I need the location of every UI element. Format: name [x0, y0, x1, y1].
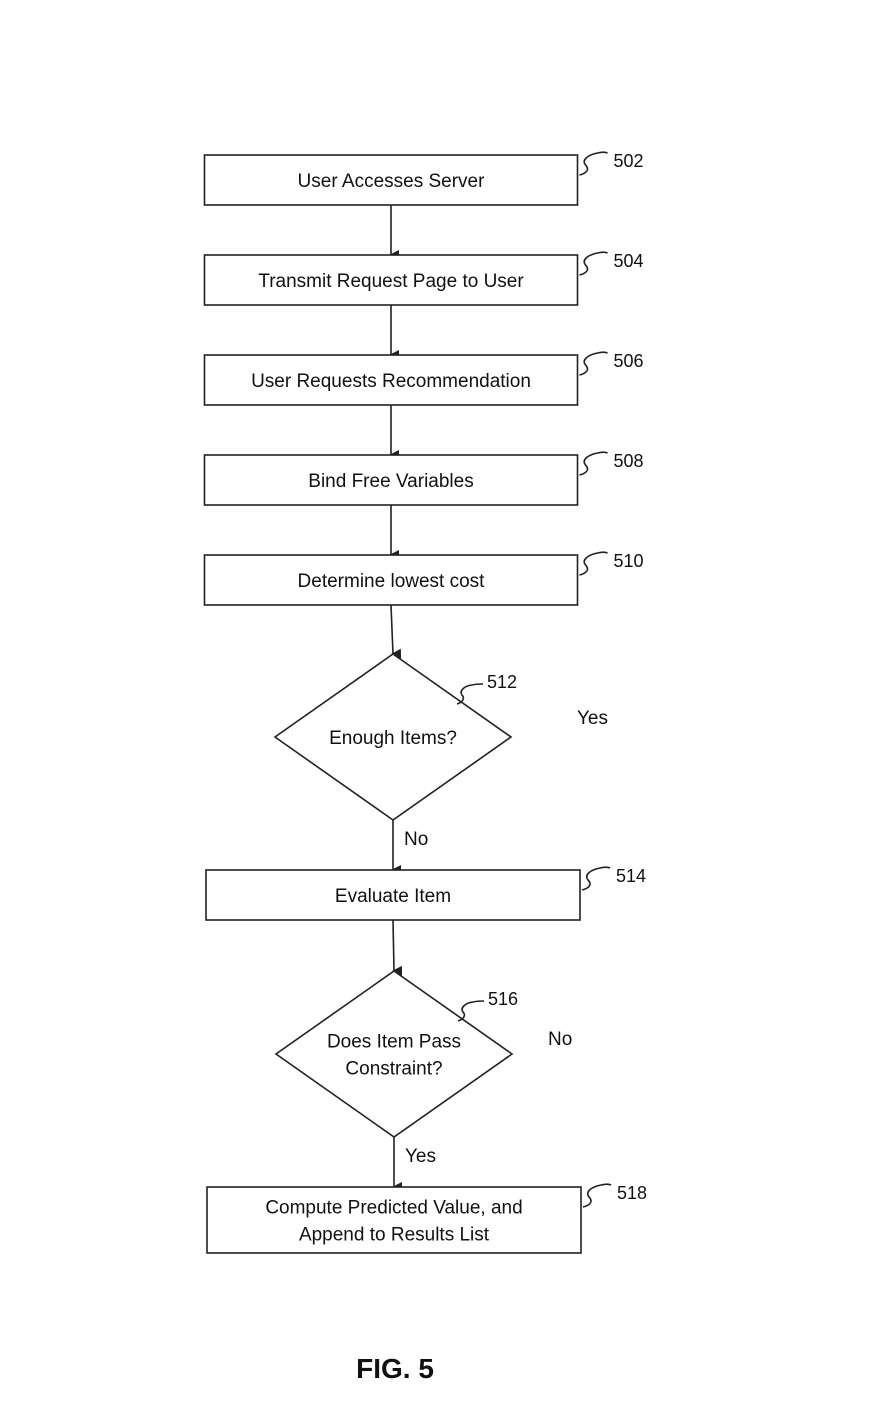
- leader-squiggle: [579, 551, 608, 576]
- node-label: Transmit Request Page to User: [258, 271, 524, 292]
- edge-512-514: No: [391, 820, 428, 875]
- reference-numeral-512: 512: [456, 672, 517, 705]
- node-510: Determine lowest cost: [203, 554, 579, 606]
- reference-numeral-518: 518: [582, 1183, 647, 1208]
- reference-number: 514: [616, 866, 646, 886]
- node-label: Constraint?: [345, 1059, 442, 1080]
- leader-squiggle: [457, 1000, 485, 1022]
- branch-label-512: Yes: [577, 708, 608, 729]
- edge-510-512: [390, 604, 402, 659]
- reference-number: 516: [488, 989, 518, 1009]
- reference-numeral-506: 506: [579, 351, 644, 376]
- reference-numeral-516: 516: [457, 989, 518, 1022]
- reference-number: 518: [617, 1183, 647, 1203]
- leader-squiggle: [581, 866, 611, 891]
- decision-diamond: [273, 653, 513, 821]
- process-box: [203, 554, 579, 606]
- reference-number: 506: [614, 351, 644, 371]
- reference-numeral-502: 502: [579, 151, 644, 176]
- branch-label-516: No: [548, 1029, 572, 1050]
- node-514: Evaluate Item: [205, 869, 581, 921]
- edge-516-518: Yes: [392, 1137, 436, 1192]
- reference-numeral-514: 514: [581, 866, 646, 891]
- leader-squiggle: [579, 251, 608, 276]
- process-box: [206, 1186, 582, 1254]
- node-label: Compute Predicted Value, and: [265, 1198, 522, 1219]
- node-label: Enough Items?: [329, 728, 457, 749]
- leader-squiggle: [456, 683, 484, 705]
- decision-diamond: [274, 970, 514, 1138]
- reference-number: 508: [614, 451, 644, 471]
- reference-numeral-510: 510: [579, 551, 644, 576]
- reference-number: 512: [487, 672, 517, 692]
- node-label: Does Item Pass: [327, 1032, 461, 1053]
- process-box: [205, 869, 581, 921]
- reference-numeral-504: 504: [579, 251, 644, 276]
- node-label: Bind Free Variables: [308, 471, 473, 492]
- figure-label: FIG. 5: [356, 1353, 434, 1384]
- node-label: User Requests Recommendation: [251, 371, 531, 392]
- reference-number: 510: [614, 551, 644, 571]
- refs-layer: 502 504 506 508 510 512 514 516 518: [456, 151, 647, 1208]
- arrow-connector: [390, 604, 402, 659]
- node-label: Evaluate Item: [335, 886, 451, 907]
- process-box: [203, 454, 579, 506]
- leader-squiggle: [582, 1183, 612, 1208]
- reference-number: 504: [614, 251, 644, 271]
- reference-numeral-508: 508: [579, 451, 644, 476]
- node-label: Append to Results List: [299, 1225, 490, 1246]
- arrow-connector: [392, 919, 403, 976]
- reference-number: 502: [614, 151, 644, 171]
- leader-squiggle: [579, 351, 608, 376]
- process-box: [203, 154, 579, 206]
- process-box: [203, 254, 579, 306]
- node-506: User Requests Recommendation: [203, 354, 579, 406]
- node-504: Transmit Request Page to User: [203, 254, 579, 306]
- edge-label: Yes: [405, 1146, 436, 1167]
- leader-squiggle: [579, 151, 608, 176]
- node-label: User Accesses Server: [298, 171, 486, 192]
- node-502: User Accesses Server: [203, 154, 579, 206]
- leader-squiggle: [579, 451, 608, 476]
- node-512: Enough Items?: [273, 653, 513, 821]
- process-box: [203, 354, 579, 406]
- edge-514-516: [392, 919, 403, 976]
- node-label: Determine lowest cost: [298, 571, 486, 592]
- node-508: Bind Free Variables: [203, 454, 579, 506]
- edge-label: No: [404, 829, 428, 850]
